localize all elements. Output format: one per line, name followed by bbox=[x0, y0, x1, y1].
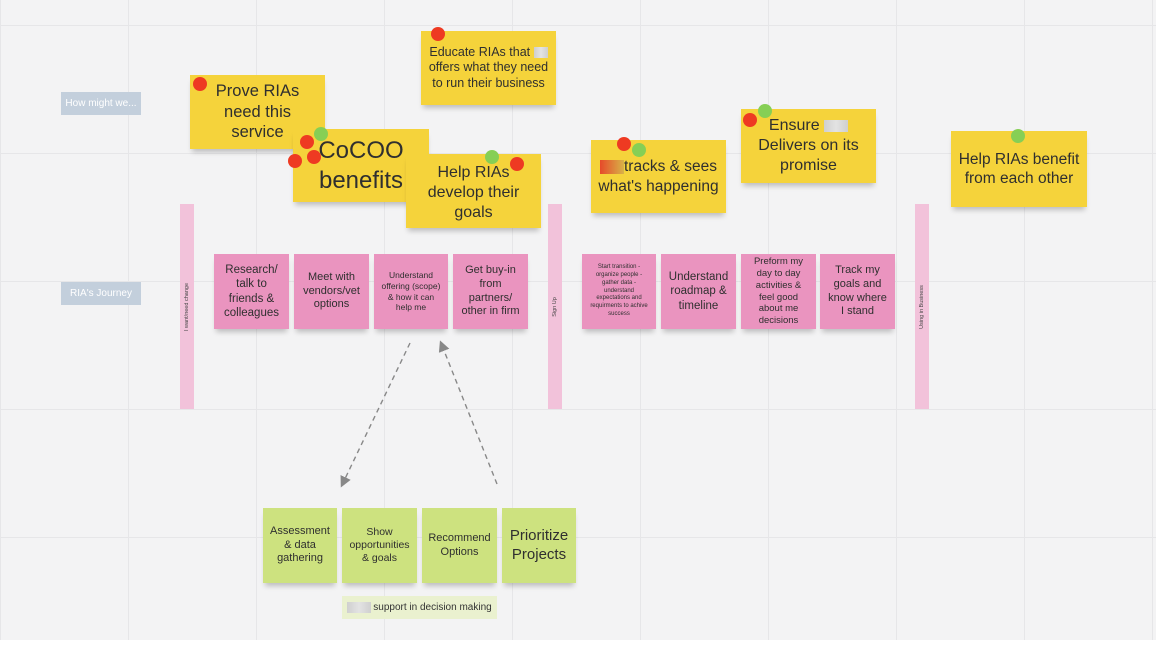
sticky-prove-text: Prove RIAs need this service bbox=[215, 82, 300, 142]
sticky-understand-text: Understand offering (scope) & how it can… bbox=[381, 270, 441, 313]
green-vote-dot[interactable] bbox=[758, 104, 772, 118]
sticky-ensure-delivers[interactable]: Ensure Delivers on its promise bbox=[741, 109, 876, 183]
how-might-we-label[interactable]: How might we... bbox=[61, 92, 141, 115]
sticky-meet-text: Meet with vendors/vet options bbox=[303, 270, 360, 311]
sticky-buy-in-text: Get buy-in from partners/ other in firm bbox=[461, 264, 520, 318]
support-decision-text: support in decision making bbox=[373, 602, 492, 613]
sticky-start-transition[interactable]: Start transition - organize people - gat… bbox=[582, 254, 656, 329]
green-vote-dot[interactable] bbox=[1011, 129, 1025, 143]
redacted-name bbox=[824, 119, 849, 132]
redacted-name bbox=[599, 160, 624, 175]
sticky-prioritize[interactable]: Prioritize Projects bbox=[502, 508, 576, 583]
sticky-assessment-text: Assessment & data gathering bbox=[270, 524, 330, 565]
connector-arrow-down[interactable] bbox=[340, 342, 411, 488]
sticky-opportunities-text: Show opportunities & goals bbox=[349, 525, 410, 565]
green-vote-dot[interactable] bbox=[485, 150, 499, 164]
sticky-prioritize-text: Prioritize Projects bbox=[509, 526, 569, 563]
redacted-name bbox=[347, 602, 372, 613]
sticky-preform-text: Preform my day to day activities & feel … bbox=[753, 255, 804, 327]
sticky-opportunities[interactable]: Show opportunities & goals bbox=[342, 508, 417, 583]
sticky-cocoo-benefits[interactable]: CoCOO benefits bbox=[293, 129, 429, 202]
sticky-benefit-each-other[interactable]: Help RIAs benefit from each other bbox=[951, 131, 1087, 207]
how-might-we-text: How might we... bbox=[65, 98, 137, 109]
red-vote-dot[interactable] bbox=[193, 77, 207, 91]
stage-bar-using-business[interactable]: Using in Business bbox=[915, 204, 929, 409]
sticky-cocoo-text: CoCOO benefits bbox=[318, 136, 404, 194]
sticky-benefit-text: Help RIAs benefit from each other bbox=[958, 150, 1080, 187]
sticky-tracks-text: tracks & sees what's happening bbox=[598, 158, 719, 195]
sticky-research[interactable]: Research/ talk to friends & colleagues bbox=[214, 254, 289, 329]
red-vote-dot[interactable] bbox=[288, 154, 302, 168]
red-vote-dot[interactable] bbox=[307, 150, 321, 164]
stage-bar-sign-up[interactable]: Sign Up bbox=[548, 204, 562, 409]
sticky-preform[interactable]: Preform my day to day activities & feel … bbox=[741, 254, 816, 329]
sticky-start-text: Start transition - organize people - gat… bbox=[590, 264, 648, 317]
sticky-assessment[interactable]: Assessment & data gathering bbox=[263, 508, 337, 583]
sticky-meet-vendors[interactable]: Meet with vendors/vet options bbox=[294, 254, 369, 329]
red-vote-dot[interactable] bbox=[431, 27, 445, 41]
red-vote-dot[interactable] bbox=[300, 135, 314, 149]
sticky-roadmap-text: Understand roadmap & timeline bbox=[668, 270, 729, 312]
sticky-understand-offering[interactable]: Understand offering (scope) & how it can… bbox=[374, 254, 448, 329]
stage-bar-want-change[interactable]: I want/need change bbox=[180, 204, 194, 409]
sticky-recommend[interactable]: Recommend Options bbox=[422, 508, 497, 583]
sticky-ensure-text: Ensure Delivers on its promise bbox=[758, 117, 859, 174]
green-vote-dot[interactable] bbox=[314, 127, 328, 141]
journey-label[interactable]: RIA's Journey bbox=[61, 282, 141, 305]
red-vote-dot[interactable] bbox=[743, 113, 757, 127]
sticky-track-text: Track my goals and know where I stand bbox=[828, 264, 887, 318]
sticky-buy-in[interactable]: Get buy-in from partners/ other in firm bbox=[453, 254, 528, 329]
sticky-develop-text: Help RIAs develop their goals bbox=[427, 164, 520, 221]
journey-text: RIA's Journey bbox=[70, 288, 132, 299]
red-vote-dot[interactable] bbox=[510, 157, 524, 171]
support-decision-note[interactable]: support in decision making bbox=[342, 596, 497, 619]
red-vote-dot[interactable] bbox=[617, 137, 631, 151]
sticky-track-goals[interactable]: Track my goals and know where I stand bbox=[820, 254, 895, 329]
sticky-educate-rias[interactable]: Educate RIAs that offers what they need … bbox=[421, 31, 556, 105]
sticky-research-text: Research/ talk to friends & colleagues bbox=[224, 263, 279, 319]
redacted-name bbox=[533, 46, 548, 58]
sticky-educate-text: Educate RIAs that offers what they need … bbox=[428, 44, 549, 90]
sticky-tracks-sees[interactable]: tracks & sees what's happening bbox=[591, 140, 726, 213]
green-vote-dot[interactable] bbox=[632, 143, 646, 157]
sticky-roadmap[interactable]: Understand roadmap & timeline bbox=[661, 254, 736, 329]
connector-arrow-up[interactable] bbox=[438, 340, 498, 485]
sticky-recommend-text: Recommend Options bbox=[428, 531, 491, 558]
